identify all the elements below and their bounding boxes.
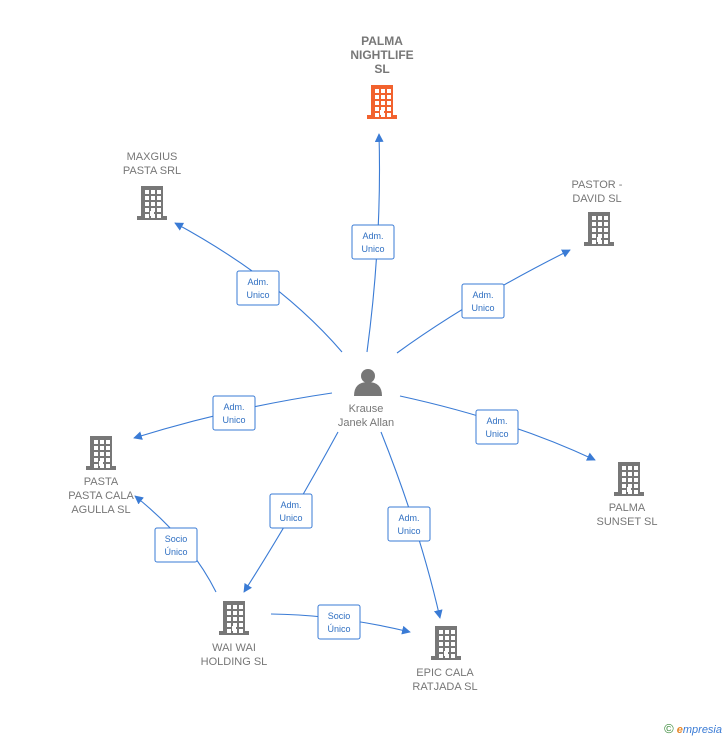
edge-label-text: Adm.Unico [485, 416, 508, 439]
person-icon [354, 369, 382, 396]
building-icon [86, 436, 116, 470]
building-icon [219, 601, 249, 635]
edge-label-box [317, 604, 361, 640]
edge-label-box [461, 283, 505, 319]
node-pastor-david[interactable]: PASTOR -DAVID SL [572, 179, 623, 246]
edge-label-krause-to-pasta-cala-agulla[interactable]: Adm.Unico [212, 395, 256, 431]
brand-logo-text: mpresia [682, 724, 722, 736]
edge-label-krause-to-wai-wai[interactable]: Adm.Unico [269, 493, 313, 529]
edge-label-text: Adm.Unico [471, 290, 494, 313]
edge-label-text: Adm.Unico [361, 231, 384, 254]
edge-label-krause-to-epic-cala[interactable]: Adm.Unico [387, 506, 431, 542]
building-icon [431, 626, 461, 660]
edge-label-box [236, 270, 280, 306]
edge-label-text: Adm.Unico [397, 513, 420, 536]
edge-label-krause-to-pastor-david[interactable]: Adm.Unico [461, 283, 505, 319]
edge-label-krause-to-maxgius[interactable]: Adm.Unico [236, 270, 280, 306]
building-icon [584, 212, 614, 246]
building-icon [367, 85, 397, 119]
edge-label-krause-to-palma-sunset[interactable]: Adm.Unico [475, 409, 519, 445]
edge-label-box [475, 409, 519, 445]
copyright-icon: © [664, 721, 674, 736]
edge-label-box [387, 506, 431, 542]
edge-label-text: Adm.Unico [246, 277, 269, 300]
edge-label-text: Adm.Unico [222, 402, 245, 425]
edge-label-box [351, 224, 395, 260]
building-icon [614, 462, 644, 496]
edge-label-krause-to-palma-nightlife[interactable]: Adm.Unico [351, 224, 395, 260]
edge-label-box [154, 527, 198, 563]
building-icon [137, 186, 167, 220]
empresia-brand[interactable]: ©empresia [664, 721, 722, 736]
edge-label-text: Adm.Unico [279, 500, 302, 523]
brand-logo-e: e [676, 724, 683, 736]
edge-label-box [212, 395, 256, 431]
company-name: PASTOR -DAVID SL [572, 179, 623, 205]
edge-label-box [269, 493, 313, 529]
